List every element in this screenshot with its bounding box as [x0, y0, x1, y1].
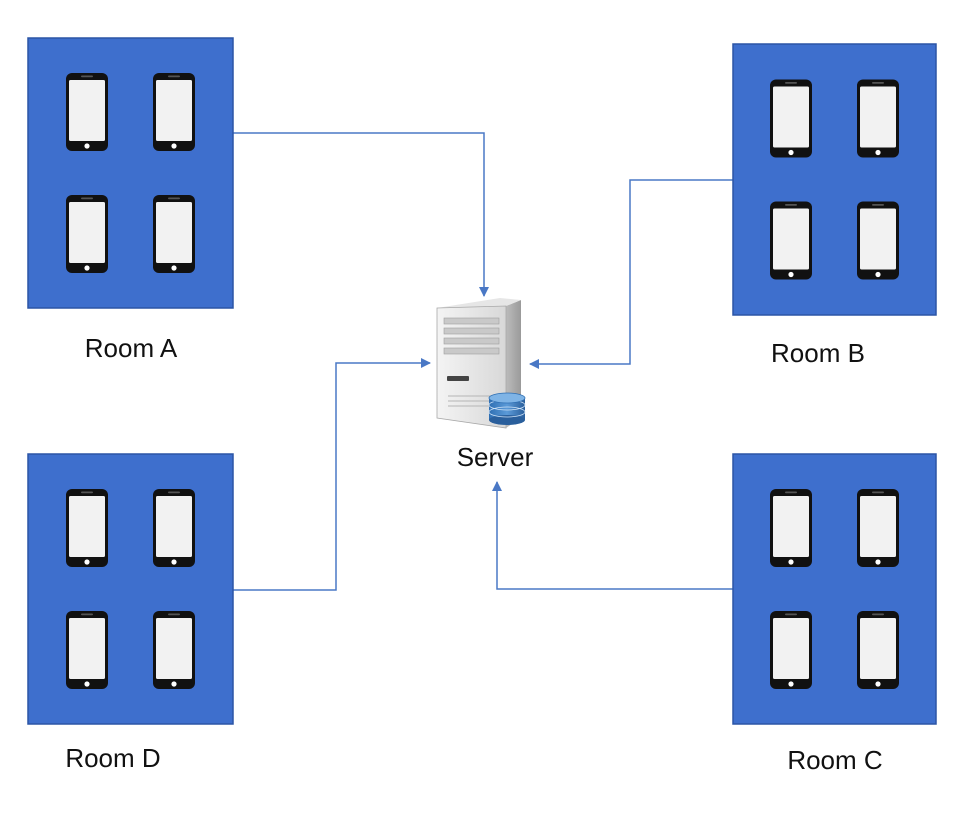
connector-room-d-server	[233, 358, 431, 591]
server: Server	[436, 298, 534, 472]
room-b-label: Room B	[771, 338, 865, 368]
smartphone-icon	[857, 489, 899, 567]
smartphone-icon	[153, 195, 195, 273]
smartphone-icon	[770, 201, 812, 280]
smartphone-icon	[66, 489, 108, 567]
connectors	[233, 132, 733, 591]
smartphone-icon	[153, 73, 195, 151]
smartphone-icon	[770, 79, 812, 158]
smartphone-icon	[153, 611, 195, 689]
smartphone-icon	[857, 79, 899, 158]
room-box	[732, 43, 937, 316]
room-a	[27, 37, 234, 309]
room-d-label: Room D	[65, 743, 160, 773]
smartphone-icon	[66, 195, 108, 273]
server-label: Server	[457, 442, 534, 472]
connector-room-a-server	[233, 132, 489, 297]
room-box	[732, 453, 937, 725]
smartphone-icon	[66, 611, 108, 689]
connector-room-b-server	[529, 179, 733, 369]
smartphone-icon	[770, 489, 812, 567]
smartphone-icon	[153, 489, 195, 567]
room-a-label: Room A	[85, 333, 178, 363]
smartphone-icon	[857, 201, 899, 280]
room-box	[27, 37, 234, 309]
room-c	[732, 453, 937, 725]
room-c-label: Room C	[787, 745, 882, 775]
smartphone-icon	[857, 611, 899, 689]
database-icon	[488, 392, 526, 425]
room-b	[732, 43, 937, 316]
room-box	[27, 453, 234, 725]
smartphone-icon	[770, 611, 812, 689]
room-d	[27, 453, 234, 725]
connector-room-c-server	[492, 481, 733, 590]
smartphone-icon	[66, 73, 108, 151]
